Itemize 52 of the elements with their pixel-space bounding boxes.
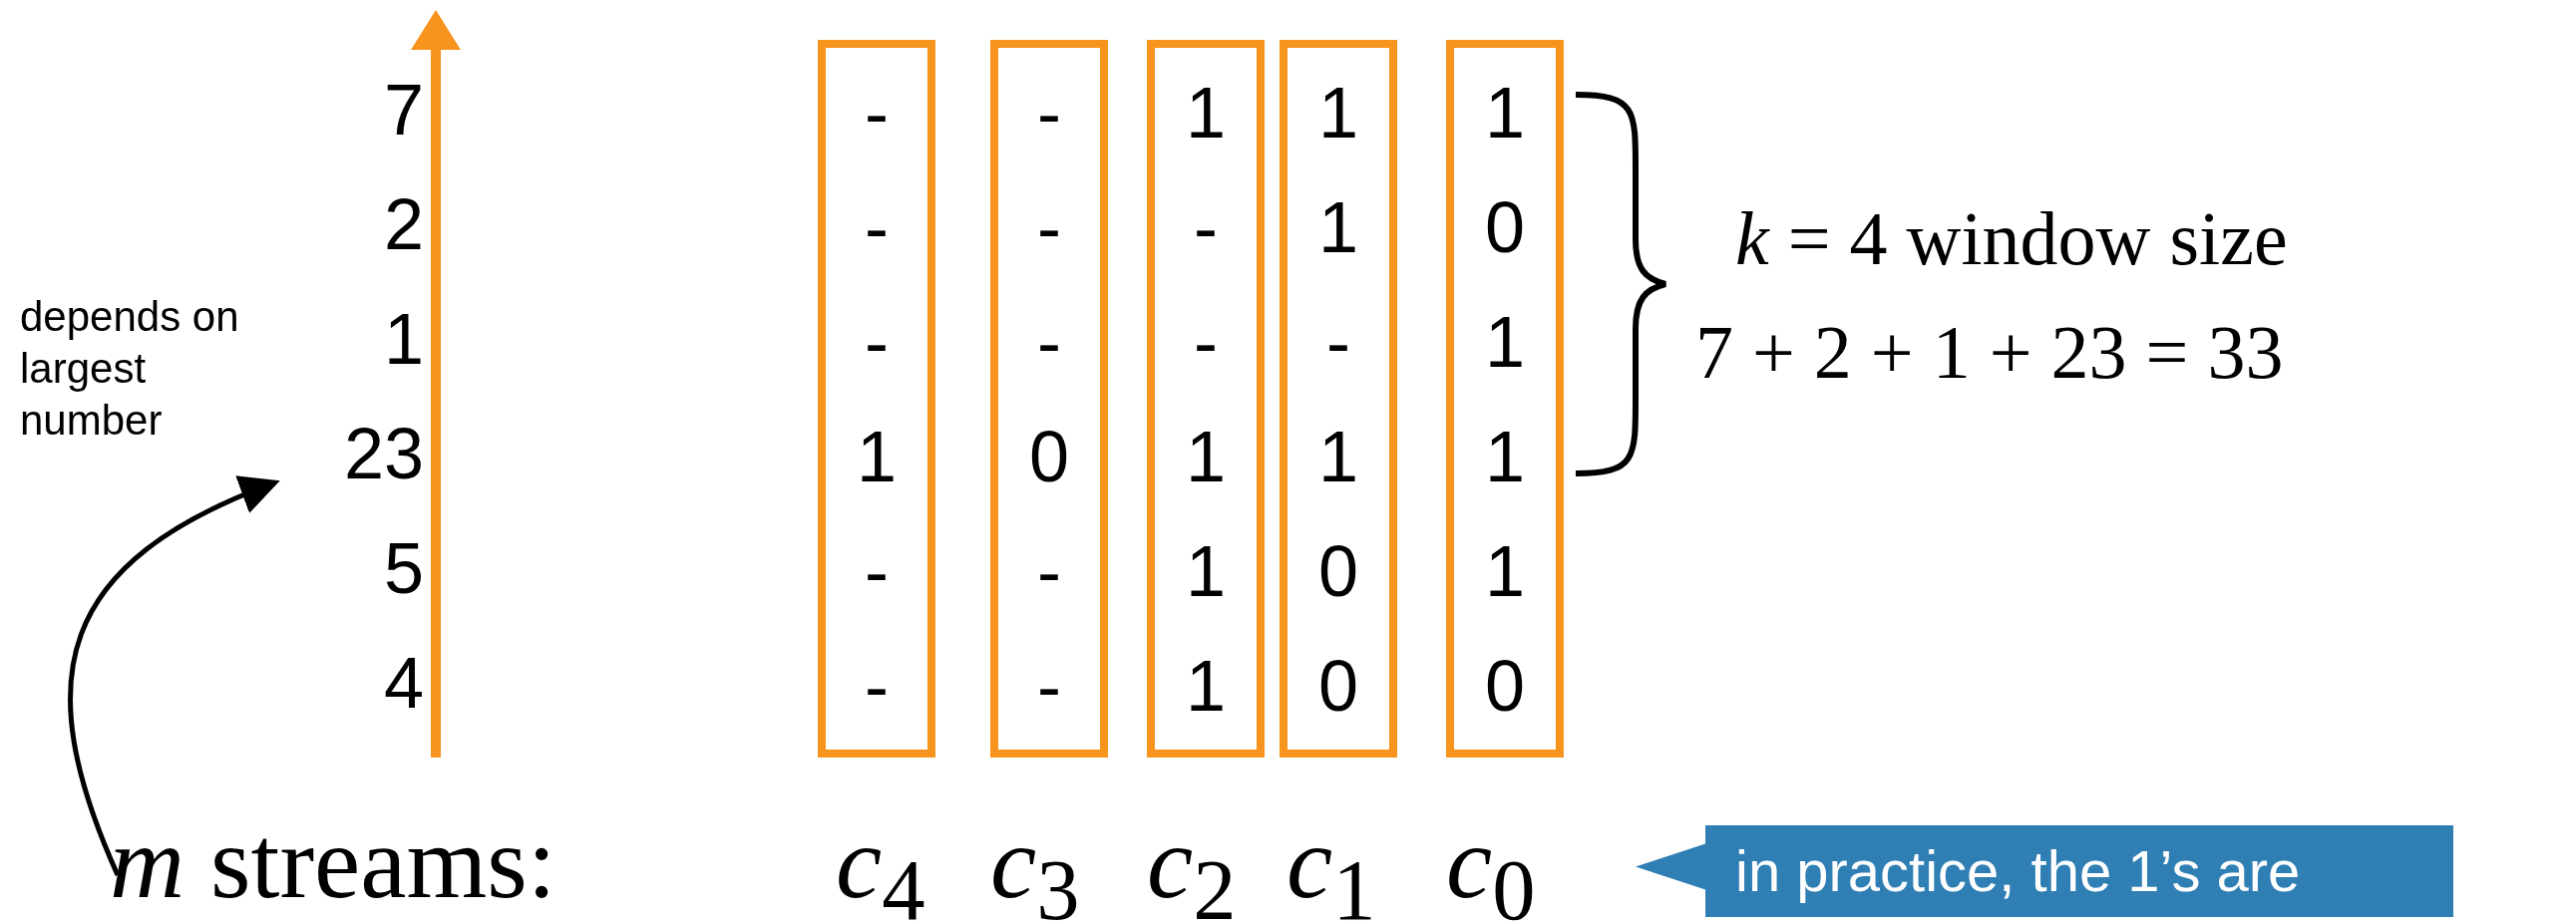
bit-value: -	[1037, 530, 1061, 613]
curved-arrow	[68, 476, 280, 876]
bit-value: 1	[1484, 72, 1525, 154]
row-value: 5	[383, 527, 424, 610]
math-label: c$_{1}$	[1287, 805, 1376, 924]
annotation-text: depends on largest number	[20, 291, 269, 447]
bit-value: -	[1326, 301, 1350, 384]
bit-value: -	[1037, 301, 1061, 384]
bit-value: 1	[1484, 416, 1525, 498]
bit-value: 1	[1317, 416, 1358, 498]
bit-value: -	[865, 301, 889, 384]
bit-value: -	[865, 186, 889, 269]
bit-value: -	[865, 72, 889, 154]
bit-value: 1	[1185, 416, 1226, 498]
bit-value: 1	[1484, 301, 1525, 384]
bit-value: 1	[1185, 645, 1226, 728]
bit-value: -	[1037, 72, 1061, 154]
bit-value: -	[1194, 301, 1218, 384]
math-label: k = 4 window size	[1735, 197, 2288, 281]
row-value: 2	[383, 183, 424, 266]
math-label: c$_{2}$	[1147, 805, 1237, 924]
row-value: 4	[383, 642, 424, 725]
bit-value: -	[1037, 645, 1061, 728]
bit-column	[818, 40, 935, 758]
row-value: 1	[383, 298, 424, 381]
bit-value: 0	[1028, 416, 1069, 498]
math-label: c$_{0}$	[1446, 805, 1536, 924]
math-label: c$_{3}$	[990, 805, 1080, 924]
math-label: 7 + 2 + 1 + 23 = 33	[1695, 311, 2284, 395]
bit-value: 0	[1484, 186, 1525, 269]
bit-column	[1280, 40, 1397, 758]
bit-value: 1	[1484, 530, 1525, 613]
bit-value: 0	[1317, 645, 1358, 728]
bit-value: 0	[1317, 530, 1358, 613]
bit-value: 1	[1317, 186, 1358, 269]
row-value: 7	[383, 69, 424, 152]
bit-value: -	[1194, 186, 1218, 269]
bit-value: 1	[1185, 530, 1226, 613]
streams-label: m streams:	[110, 807, 668, 917]
math-label: c$_{4}$	[836, 805, 925, 924]
bit-value: -	[865, 530, 889, 613]
bit-value: 1	[1317, 72, 1358, 154]
bit-column	[990, 40, 1108, 758]
bit-value: -	[865, 645, 889, 728]
bit-column	[1446, 40, 1564, 758]
bit-value: 0	[1484, 645, 1525, 728]
bit-value: 1	[856, 416, 897, 498]
bit-value: -	[1037, 186, 1061, 269]
row-value: 23	[343, 413, 424, 495]
callout-bubble: in practice, the 1’s are	[1636, 825, 2453, 917]
bit-column	[1147, 40, 1265, 758]
bit-value: 1	[1185, 72, 1226, 154]
